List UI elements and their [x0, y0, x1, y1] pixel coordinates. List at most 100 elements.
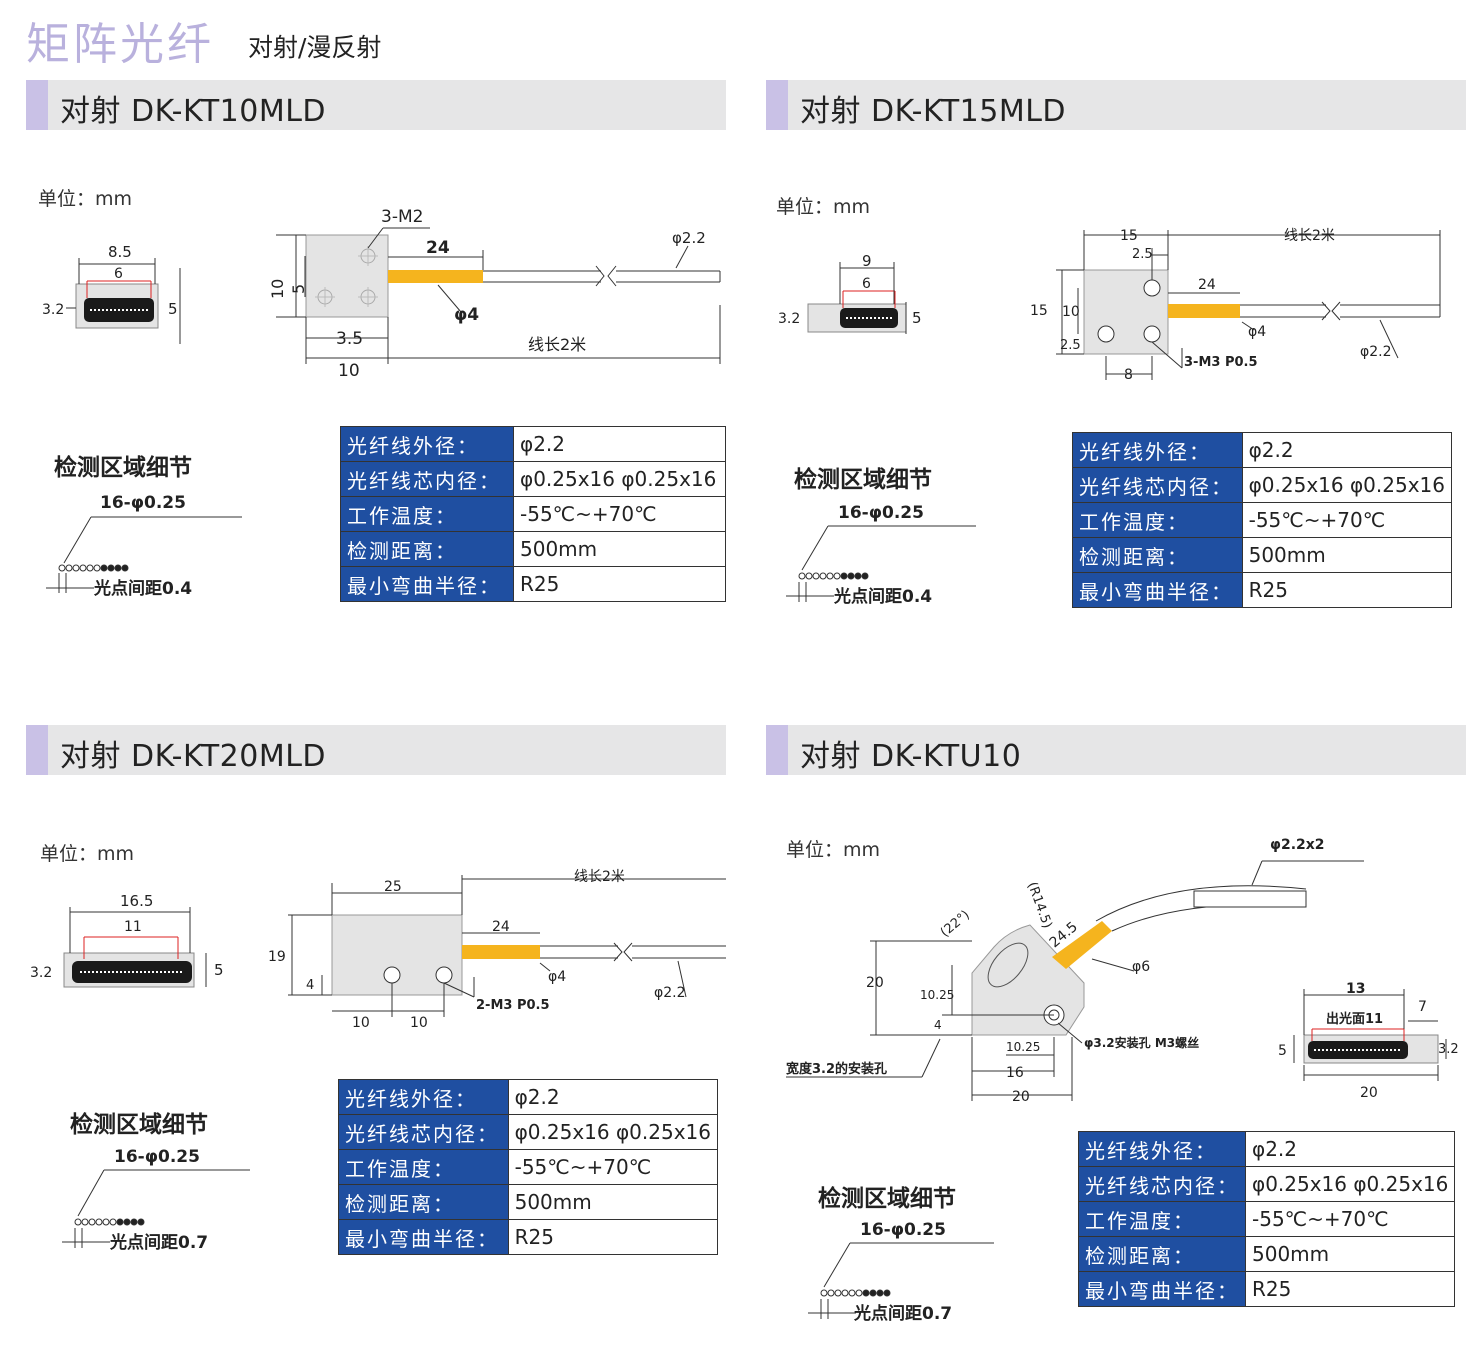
- unit-label: 单位：mm: [38, 188, 133, 210]
- dim-pitch: 8: [1124, 367, 1133, 383]
- spec-row: 光纤线芯内径：φ0.25x16 φ0.25x16: [338, 1114, 719, 1150]
- dim-sleeve: φ4: [1248, 324, 1266, 340]
- section-header: 对射 DK-KT20MLD: [26, 725, 726, 775]
- spec-row: 检测距离：500mm: [1072, 537, 1453, 573]
- section-title: 对射 DK-KT20MLD: [60, 739, 327, 774]
- spec-row: 检测距离：500mm: [338, 1184, 719, 1220]
- section-title: 对射 DK-KT15MLD: [800, 94, 1067, 129]
- dim-mount-hole: φ3.2安装孔 M3螺丝: [1084, 1035, 1199, 1050]
- detail-diagram: 16-φ0.25 光点间距0.7: [808, 1220, 994, 1324]
- dim-sleeve: φ4: [548, 969, 566, 985]
- dim-height-10: 10: [268, 279, 287, 299]
- spec-row: 光纤线外径：φ2.2: [1078, 1131, 1456, 1167]
- dim-cable-dia: φ2.2: [654, 985, 686, 1001]
- dim-pitch: 3.5: [336, 329, 363, 349]
- unit-label: 单位：mm: [776, 196, 871, 218]
- dim-height-4: 4: [306, 978, 314, 993]
- spec-row: 最小弯曲半径：R25: [338, 1219, 719, 1255]
- dim-width: 9: [862, 252, 872, 270]
- spec-row: 最小弯曲半径：R25: [340, 566, 726, 602]
- detail-holes: 16-φ0.25: [860, 1220, 946, 1240]
- spec-table: 光纤线外径：φ2.2 光纤线芯内径：φ0.25x16 φ0.25x16 工作温度…: [340, 426, 726, 602]
- dim-height-5: 5: [1278, 1043, 1287, 1059]
- light-dots: [74, 1218, 145, 1226]
- dim-width: 8.5: [108, 243, 132, 261]
- dim-height-10: 10: [1062, 304, 1080, 320]
- detail-title: 检测区域细节: [794, 467, 932, 493]
- unit-label: 单位：mm: [40, 843, 135, 865]
- spec-row: 工作温度：-55℃~+70℃: [1078, 1201, 1456, 1237]
- section-title: 对射 DK-KT10MLD: [60, 94, 327, 129]
- dim-screw: 3-M2: [381, 207, 423, 227]
- spec-row: 光纤线外径：φ2.2: [338, 1079, 719, 1115]
- detail-holes: 16-φ0.25: [838, 503, 924, 523]
- detail-spacing: 光点间距0.4: [833, 586, 932, 607]
- dim-angle: (22°): [938, 908, 973, 941]
- dim-mount-width: 宽度3.2的安装孔: [785, 1061, 887, 1077]
- side-view: 15 2.5 线长2米 24 15 10 2.5 8 φ4 3-M3 P0.5 …: [1030, 228, 1441, 383]
- section-ktu10: 对射 DK-KTU10 单位：mm φ2.2x2 (22°) (R14.5) 2…: [766, 725, 1466, 1345]
- spec-row: 检测距离：500mm: [1078, 1236, 1456, 1272]
- dim-inner: 11: [124, 919, 142, 935]
- dim-height: 5: [214, 961, 224, 979]
- dim-screw: 3-M3 P0.5: [1184, 355, 1258, 370]
- light-dots: [820, 1289, 891, 1297]
- side-view: 25 线长2米 24 19 4 10 10 2-M3 P0.5 φ4 φ2.2: [268, 869, 726, 1031]
- front-view: 16.5 11 3.2 5: [30, 892, 224, 988]
- section-kt10mld: 对射 DK-KT10MLD 单位：mm 8.5 6 3.2 5: [26, 80, 726, 720]
- dimension-drawing: φ2.2x2 (22°) (R14.5) 24.5 φ6 20 10.25 4 …: [785, 837, 1459, 1105]
- dim-length-24: 24: [426, 238, 450, 258]
- spec-row: 工作温度：-55℃~+70℃: [1072, 502, 1453, 538]
- front-view: 8.5 6 3.2 5: [42, 243, 181, 344]
- dim-radius: (R14.5): [1024, 880, 1055, 930]
- page-subtitle: 对射/漫反射: [248, 33, 382, 62]
- dim-base-16: 16: [1006, 1065, 1024, 1081]
- dimension-drawing: 16.5 11 3.2 5 25 线长2米 24 19: [30, 869, 726, 1031]
- dim-pitch-2: 10: [410, 1015, 428, 1031]
- section-title: 对射 DK-KTU10: [800, 739, 1022, 774]
- dim-base: 10: [338, 361, 360, 381]
- spec-table: 光纤线外径：φ2.2 光纤线芯内径：φ0.25x16 φ0.25x16 工作温度…: [1078, 1131, 1456, 1307]
- detail-diagram: 16-φ0.25 光点间距0.7: [62, 1147, 250, 1253]
- dim-height: 5: [912, 309, 922, 327]
- dim-depth-7: 7: [1418, 999, 1427, 1015]
- dim-height-20: 20: [866, 975, 884, 991]
- dim-screw: 2-M3 P0.5: [476, 998, 550, 1013]
- front-view: 9 6 3.2 5: [778, 252, 922, 334]
- dim-pitch-1: 10: [352, 1015, 370, 1031]
- spec-table: 光纤线外径：φ2.2 光纤线芯内径：φ0.25x16 φ0.25x16 工作温度…: [338, 1079, 719, 1255]
- dim-thickness: 3.2: [30, 965, 52, 981]
- detail-title: 检测区域细节: [54, 455, 192, 481]
- dim-cable-length: 线长2米: [1284, 228, 1335, 244]
- dim-width: 16.5: [120, 892, 153, 910]
- dim-height-25: 2.5: [1060, 338, 1081, 353]
- dim-height-19: 19: [268, 949, 286, 965]
- dim-height-5: 5: [289, 284, 308, 294]
- dim-cable-dia: φ2.2x2: [1270, 837, 1325, 853]
- front-view: 13 出光面11 7 5 3.2 20: [1278, 981, 1459, 1101]
- spec-row: 最小弯曲半径：R25: [1072, 572, 1453, 608]
- dim-height-15: 15: [1030, 303, 1048, 319]
- dim-width-20: 20: [1360, 1085, 1378, 1101]
- dim-thickness: 3.2: [42, 302, 64, 318]
- detail-holes: 16-φ0.25: [100, 493, 186, 513]
- dim-cable-length: 线长2米: [528, 335, 586, 354]
- light-dots: [798, 572, 869, 580]
- dim-top-25: 25: [384, 879, 402, 895]
- dimension-drawing: 9 6 3.2 5 15 2.5 线长2米 24: [778, 228, 1441, 383]
- detail-spacing: 光点间距0.4: [93, 578, 192, 599]
- dim-height-10-25: 10.25: [920, 988, 954, 1002]
- detail-diagram: 16-φ0.25 光点间距0.4: [786, 503, 976, 607]
- spec-row: 工作温度：-55℃~+70℃: [338, 1149, 719, 1185]
- section-kt15mld: 对射 DK-KT15MLD 单位：mm 9 6 3.2 5: [766, 80, 1466, 720]
- dim-width-13: 13: [1346, 981, 1365, 997]
- spec-row: 最小弯曲半径：R25: [1078, 1271, 1456, 1307]
- detail-spacing: 光点间距0.7: [109, 1232, 208, 1253]
- side-view: 3-M2 24 10 5 3.5 10 线长2米 φ2.2 φ4: [268, 207, 721, 381]
- detail-title: 检测区域细节: [70, 1112, 208, 1138]
- section-accent-bar: [766, 80, 788, 130]
- dim-thickness: 3.2: [778, 311, 800, 327]
- spec-row: 光纤线芯内径：φ0.25x16 φ0.25x16: [1078, 1166, 1456, 1202]
- dim-length-24: 24: [492, 919, 510, 935]
- section-kt20mld: 对射 DK-KT20MLD 单位：mm 16.5 11 3.2 5: [26, 725, 726, 1365]
